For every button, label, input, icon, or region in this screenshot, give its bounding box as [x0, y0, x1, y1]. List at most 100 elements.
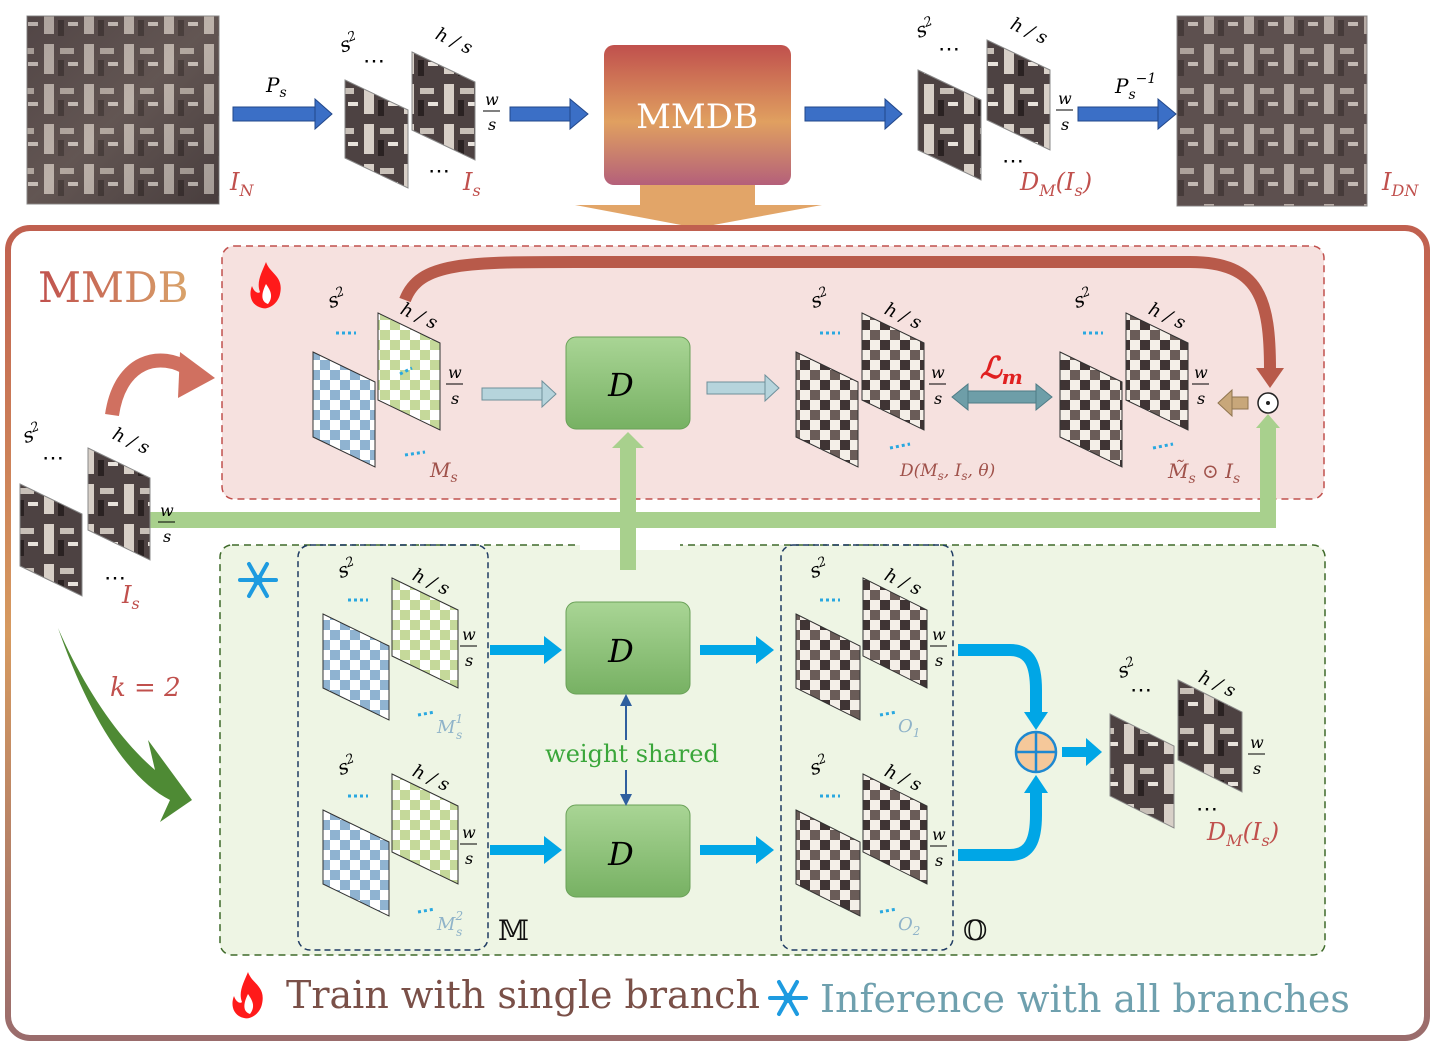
svg-text:⋯: ⋯	[104, 566, 126, 591]
m-s-label: Ms	[429, 458, 458, 486]
o2-label: O2	[898, 914, 920, 938]
svg-text:⋯: ⋯	[1130, 678, 1152, 703]
stack-w-num: w	[485, 90, 499, 109]
top-row: IN Ps s2 ⋯ h / s w s ⋯ Is MMDB	[26, 14, 1419, 228]
svg-text:D: D	[607, 835, 634, 873]
train-d-box: D	[565, 336, 691, 430]
sum-operator	[1014, 730, 1058, 774]
infer-arrow-out-2	[700, 836, 774, 864]
svg-text:D: D	[607, 632, 634, 670]
stack-w-den: s	[488, 115, 496, 134]
d-output-label: D(Ms, Is, θ)	[899, 461, 995, 483]
mmdb-frame	[5, 225, 1430, 1041]
legend-fire-icon	[232, 972, 263, 1019]
curve-arrow-to-infer	[58, 628, 192, 822]
svg-text:s: s	[1061, 115, 1069, 134]
stack-dots-bottom: ⋯	[428, 159, 450, 184]
sum-output-arrow	[1062, 738, 1102, 766]
svg-text:s: s	[1197, 389, 1205, 408]
svg-text:s: s	[465, 651, 473, 670]
svg-text:w: w	[1058, 89, 1072, 108]
svg-text:s: s	[1253, 759, 1261, 778]
loss-label: ℒm	[980, 351, 1023, 389]
svg-text:⋯: ⋯	[938, 37, 960, 62]
svg-text:h / s: h / s	[109, 424, 153, 459]
svg-text:s: s	[163, 527, 171, 546]
legend-snowflake-icon	[768, 980, 808, 1016]
svg-text:w: w	[1250, 733, 1264, 752]
stack-dots: ⋯	[363, 49, 385, 74]
svg-text:w: w	[932, 625, 946, 644]
noisy-image-i-n	[26, 15, 220, 205]
legend-inference: Inference with all branches	[820, 977, 1350, 1021]
mmdb-expand-arrow	[575, 185, 822, 228]
output-set-box	[780, 544, 954, 951]
svg-text:s2: s2	[19, 419, 45, 448]
o1-label: O1	[898, 716, 920, 740]
skip-arrow-red	[399, 255, 1276, 371]
top-stack-d-m: s2 ⋯ h / s w s ⋯	[912, 14, 1073, 181]
train-arrow-from-d	[706, 373, 780, 403]
svg-text:w: w	[932, 825, 946, 844]
svg-text:s: s	[465, 849, 473, 868]
left-input-label: Is	[121, 581, 140, 613]
top-stack-i-s: s2 ⋯ h / s w s ⋯	[336, 24, 500, 189]
infer-arrow-out-1	[700, 636, 774, 664]
i-s-label-top: Is	[462, 168, 481, 200]
left-input-stack: s2 ⋯ h / s w s ⋯	[19, 419, 175, 597]
final-output-label: DM(Is)	[1206, 818, 1279, 850]
legend-train: Train with single branch	[286, 973, 760, 1017]
svg-text:w: w	[1194, 363, 1208, 382]
set-o-label: 𝕆	[963, 914, 987, 947]
svg-text:s: s	[934, 389, 942, 408]
mmdb-block-label: MMDB	[636, 97, 758, 137]
svg-text:s: s	[935, 651, 943, 670]
p-s-inv-arrow	[1077, 97, 1177, 131]
svg-text:w: w	[448, 363, 462, 382]
svg-text:D: D	[607, 366, 634, 404]
odot-arrow	[1217, 388, 1249, 418]
train-branch: s2 h / s w s Ms D s2	[221, 245, 1325, 500]
svg-text:s: s	[451, 389, 459, 408]
masked-input-stack: s2 h / s w s	[1059, 284, 1209, 468]
svg-text:s2: s2	[912, 14, 938, 43]
infer-d-box-2: D	[565, 804, 691, 898]
infer-arrow-in-1	[490, 636, 562, 664]
svg-text:w: w	[462, 625, 476, 644]
mask-set-box	[297, 544, 489, 951]
d-m-label-top: DM(Is)	[1019, 168, 1092, 200]
i-n-label: IN	[229, 168, 254, 200]
denoised-image-i-dn	[1176, 15, 1368, 207]
curve-arrow-to-train	[105, 352, 215, 417]
green-connector	[150, 414, 1280, 586]
merge-arrow-bottom	[958, 790, 1042, 861]
mmdb-block: MMDB	[575, 45, 822, 228]
mask-stack-m-s: s2 h / s w s	[312, 284, 463, 468]
i-dn-label: IDN	[1381, 168, 1419, 200]
p-s-inv-label: Ps−1	[1114, 71, 1156, 103]
svg-text:w: w	[160, 501, 174, 520]
loss-double-arrow	[951, 382, 1053, 412]
svg-text:w: w	[931, 363, 945, 382]
svg-text:w: w	[462, 823, 476, 842]
arrow-to-mmdb	[509, 97, 589, 131]
snowflake-icon	[238, 562, 278, 598]
k-label: k = 2	[110, 673, 181, 703]
svg-text:⋯: ⋯	[1196, 797, 1218, 822]
svg-text:⋯: ⋯	[1002, 149, 1024, 174]
stack-s-sq: s2	[336, 29, 362, 58]
mmdb-title: MMDB	[38, 263, 189, 312]
train-arrow-to-d	[481, 379, 557, 409]
svg-text:h / s: h / s	[1007, 14, 1051, 49]
legend: Train with single branch Inference with …	[232, 972, 1350, 1021]
p-s-label: Ps	[265, 73, 287, 101]
arrow-from-mmdb	[804, 97, 903, 131]
merge-arrow-top	[958, 644, 1042, 715]
set-m-label: 𝕄	[498, 914, 529, 947]
infer-arrow-in-2	[490, 836, 562, 864]
masked-label: M̃s ⊙ Is	[1167, 459, 1240, 487]
